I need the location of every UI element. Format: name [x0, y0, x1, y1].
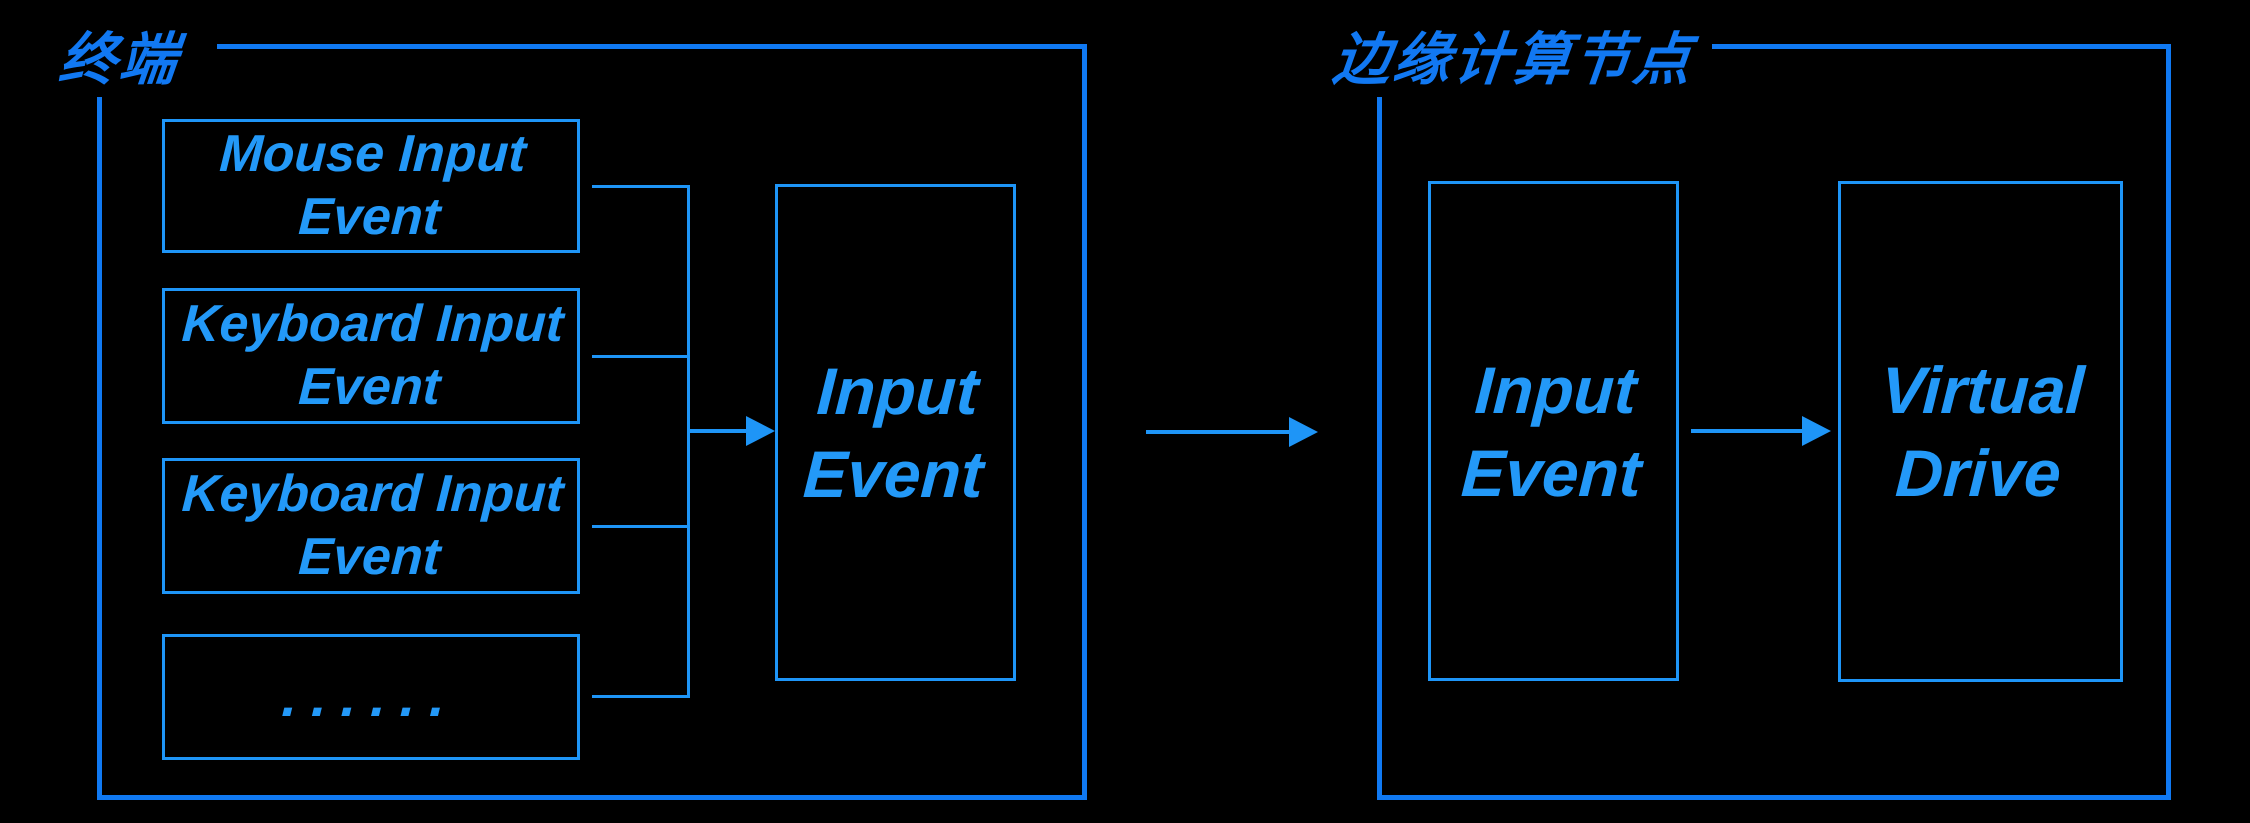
edge-node-border-bottom [1377, 795, 2171, 800]
mouse-input-event-label: Mouse Input Event [218, 124, 528, 246]
keyboard-input-event-label-2: Keyboard Input Event [180, 464, 565, 586]
terminal-container-title: 终端 [56, 28, 183, 92]
edge-node-border-right [2166, 44, 2171, 800]
connector-line-keyboard1 [592, 355, 687, 358]
terminal-to-edge-arrow-stem [1146, 430, 1290, 434]
merge-bracket-line [687, 185, 690, 698]
connector-line-keyboard2 [592, 525, 687, 528]
input-to-drive-arrow-head-icon [1802, 416, 1831, 446]
terminal-border-bottom [97, 795, 1087, 800]
keyboard-input-event-box-2: Keyboard Input Event [162, 458, 580, 594]
terminal-input-event-label: Input Event [801, 354, 986, 511]
terminal-input-event-box: Input Event [775, 184, 1016, 681]
more-events-box: ...... [162, 634, 580, 760]
edge-node-container-title: 边缘计算节点 [1330, 28, 1697, 92]
connector-line-more [592, 695, 687, 698]
more-events-label: ...... [280, 664, 462, 728]
edge-node-border-top [1712, 44, 2171, 49]
keyboard-input-event-label-1: Keyboard Input Event [180, 294, 565, 416]
edge-input-event-box: Input Event [1428, 181, 1679, 681]
merge-arrow-stem [690, 429, 747, 433]
merge-arrow-head-icon [746, 416, 775, 446]
virtual-drive-label: Virtual Drive [1879, 353, 2087, 510]
input-to-drive-arrow-stem [1691, 429, 1803, 433]
virtual-drive-box: Virtual Drive [1838, 181, 2123, 682]
terminal-border-top [217, 44, 1087, 49]
edge-input-event-label: Input Event [1459, 352, 1644, 510]
terminal-border-left [97, 97, 102, 800]
edge-node-border-left [1377, 97, 1382, 800]
keyboard-input-event-box-1: Keyboard Input Event [162, 288, 580, 424]
connector-line-mouse [592, 185, 687, 188]
terminal-to-edge-arrow-head-icon [1289, 417, 1318, 447]
terminal-border-right [1082, 44, 1087, 800]
mouse-input-event-box: Mouse Input Event [162, 119, 580, 253]
